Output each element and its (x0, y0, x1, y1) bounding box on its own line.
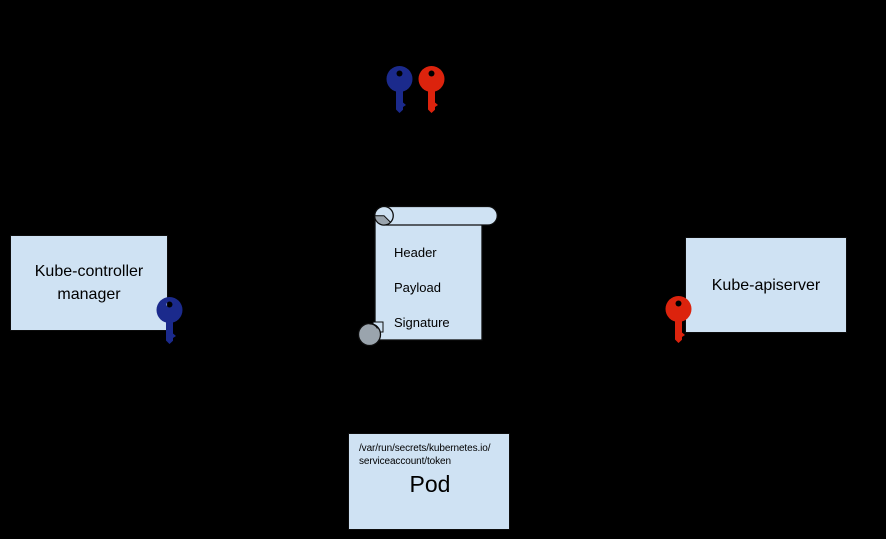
kube-controller-manager-label-line1: Kube-controller (34, 263, 144, 280)
kube-controller-manager-label: Kube-controller manager (35, 260, 144, 306)
scroll-document-icon (357, 205, 498, 347)
blue-key-icon (156, 297, 183, 344)
kube-controller-manager-box: Kube-controller manager (10, 235, 168, 331)
token-section-signature: Signature (394, 315, 450, 330)
kube-apiserver-box: Kube-apiserver (685, 237, 847, 333)
red-key-icon (418, 66, 445, 113)
blue-key-icon (386, 66, 413, 113)
kube-apiserver-label: Kube-apiserver (711, 276, 821, 294)
red-key-icon (665, 296, 692, 343)
token-mount-path-line1: /var/run/secrets/kubernetes.io/ (359, 443, 491, 454)
pod-label: Pod (409, 471, 451, 497)
token-mount-path-line2: serviceaccount/token (359, 456, 451, 467)
pod-box: /var/run/secrets/kubernetes.io/ servicea… (348, 433, 510, 530)
token-section-header: Header (394, 245, 437, 260)
token-section-payload: Payload (394, 280, 441, 295)
kube-controller-manager-label-line2: manager (57, 286, 121, 303)
token-mount-path: /var/run/secrets/kubernetes.io/ servicea… (359, 442, 509, 468)
